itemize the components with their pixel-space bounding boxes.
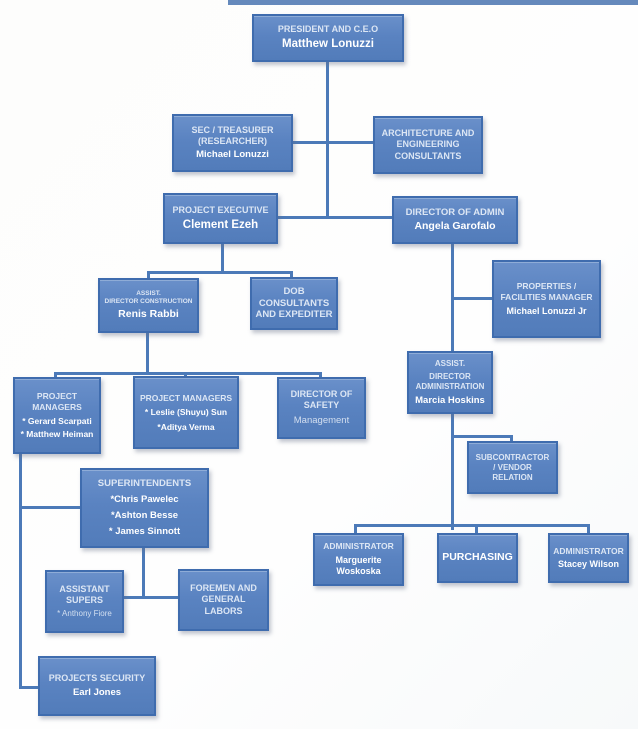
org-node-assistant-supers: ASSISTANT SUPERS * Anthony Fiore xyxy=(45,570,124,633)
connector-safety-drop xyxy=(319,372,322,380)
node-title: PROJECTS SECURITY xyxy=(48,672,146,683)
connector-exec-admin xyxy=(278,216,392,219)
node-person: Marguerite Woskoska xyxy=(335,555,382,577)
node-title: ENGINEERING xyxy=(396,139,460,150)
node-title: FOREMEN AND xyxy=(190,583,257,594)
node-person: Marcia Hoskins xyxy=(415,394,485,406)
node-title: SEC / TREASURER xyxy=(191,124,274,135)
connector-drop-assist-construction xyxy=(147,271,150,281)
org-node-project-managers-1: PROJECT MANAGERS * Gerard Scarpati * Mat… xyxy=(13,377,101,454)
org-node-administrator-1: ADMINISTRATOR Marguerite Woskoska xyxy=(313,533,404,586)
node-member: * Gerard Scarpati xyxy=(22,415,92,426)
node-title: DIRECTOR OF ADMIN xyxy=(405,206,505,218)
connector-security-branch xyxy=(19,686,41,689)
node-member: *Aditya Verma xyxy=(157,421,215,432)
org-node-director-of-admin: DIRECTOR OF ADMIN Angela Garofalo xyxy=(392,196,518,244)
node-title: ARCHITECTURE AND xyxy=(381,128,475,139)
connector-pm-row xyxy=(54,372,322,375)
node-subtitle: FACILITIES MANAGER xyxy=(500,291,593,302)
node-title: RELATION xyxy=(492,472,533,482)
node-title: PROJECT MANAGERS xyxy=(32,391,82,412)
node-person: Michael Lonuzzi Jr xyxy=(506,305,587,316)
org-node-administrator-2: ADMINISTRATOR Stacey Wilson xyxy=(548,533,629,583)
org-node-properties-facilities-manager: PROPERTIES / FACILITIES MANAGER Michael … xyxy=(492,260,601,338)
connector-left-rail xyxy=(19,450,22,689)
org-node-director-of-safety: DIRECTOR OF SAFETY Management xyxy=(277,377,366,439)
org-node-projects-security: PROJECTS SECURITY Earl Jones xyxy=(38,656,156,716)
node-title: LABORS xyxy=(204,605,243,616)
node-person: Earl Jones xyxy=(72,687,122,699)
node-title: ADMINISTRATOR xyxy=(323,541,394,552)
org-node-purchasing: PURCHASING xyxy=(437,533,518,583)
connector-purchasing-drop xyxy=(475,524,478,535)
connector-purchasing-row xyxy=(354,524,590,527)
node-title: SUBCONTRACTOR xyxy=(475,452,550,462)
org-node-project-executive: PROJECT EXECUTIVE Clement Ezeh xyxy=(163,193,278,244)
connector-subcontractor-branch xyxy=(451,435,513,438)
connector-subcontractor-drop xyxy=(510,435,513,444)
connector-supers-row xyxy=(122,596,180,599)
node-title: PROJECT EXECUTIVE xyxy=(172,204,269,215)
org-node-superintendents: SUPERINTENDENTS *Chris Pawelec *Ashton B… xyxy=(80,468,209,548)
node-title: SUPERINTENDENTS xyxy=(97,478,192,490)
node-person: Matthew Lonuzzi xyxy=(282,38,374,51)
node-title: PURCHASING xyxy=(442,551,513,564)
node-person: Stacey Wilson xyxy=(558,559,619,570)
org-node-dob-consultants: DOB CONSULTANTS AND EXPEDITER xyxy=(250,277,338,330)
node-title: ASSISTANT SUPERS xyxy=(59,583,110,605)
org-node-project-managers-2: PROJECT MANAGERS * Leslie (Shuyu) Sun *A… xyxy=(133,376,239,449)
node-title: ASSIST. xyxy=(434,358,466,368)
node-title: CONSULTANTS xyxy=(394,150,462,161)
node-title: PRESIDENT AND C.E.O xyxy=(277,24,379,35)
node-subtitle: (RESEARCHER) xyxy=(197,136,267,147)
org-node-foremen-general-labors: FOREMEN AND GENERAL LABORS xyxy=(178,569,269,631)
node-person: Angela Garofalo xyxy=(414,220,496,233)
org-node-assist-director-administration: ASSIST. DIRECTOR ADMINISTRATION Marcia H… xyxy=(407,351,493,414)
node-person: Michael Lonuzzi xyxy=(196,149,269,161)
connector-renis-stub xyxy=(146,332,149,375)
org-node-president-ceo: PRESIDENT AND C.E.O Matthew Lonuzzi xyxy=(252,14,404,62)
node-title: / VENDOR xyxy=(493,462,532,472)
org-node-subcontractor-vendor-relation: SUBCONTRACTOR / VENDOR RELATION xyxy=(467,441,558,494)
org-node-sec-treasurer: SEC / TREASURER (RESEARCHER) Michael Lon… xyxy=(172,114,293,172)
node-member: * Matthew Heiman xyxy=(20,429,94,440)
connector-admin1-drop xyxy=(354,524,357,535)
org-node-assist-director-construction: ASSIST. DIRECTOR CONSTRUCTION Renis Rabb… xyxy=(98,278,199,333)
connector-pm1-drop xyxy=(54,372,57,380)
connector-admin2-drop xyxy=(587,524,590,535)
node-title: ASSIST. xyxy=(136,289,161,297)
node-member: * James Sinnott xyxy=(108,525,181,537)
node-person: Renis Rabbi xyxy=(118,308,179,321)
node-title: DIRECTOR OF SAFETY xyxy=(290,388,353,411)
node-title: GENERAL xyxy=(201,594,246,605)
connector-president-down xyxy=(326,62,329,218)
node-member: *Chris Pawelec xyxy=(110,494,179,506)
node-title: PROJECT MANAGERS xyxy=(139,392,233,403)
scan-edge-artifact xyxy=(228,0,638,5)
node-title: DOB xyxy=(283,285,305,297)
node-member: * Leslie (Shuyu) Sun xyxy=(144,407,228,418)
node-subtitle: DIRECTOR ADMINISTRATION xyxy=(415,371,485,391)
node-person: Management xyxy=(293,415,350,427)
node-subtitle: DIRECTOR CONSTRUCTION xyxy=(104,297,193,305)
node-title: AND EXPEDITER xyxy=(255,309,333,321)
node-title: ADMINISTRATOR xyxy=(553,545,624,556)
connector-pm2-drop xyxy=(184,372,187,379)
node-title: PROPERTIES / xyxy=(516,281,577,292)
node-person: Clement Ezeh xyxy=(182,218,259,231)
connector-superintendents-branch xyxy=(19,506,82,509)
connector-properties-branch xyxy=(451,297,494,300)
connector-exec-children xyxy=(147,271,293,274)
connector-superintendents-stub xyxy=(142,547,145,599)
org-node-architecture-consultants: ARCHITECTURE AND ENGINEERING CONSULTANTS xyxy=(373,116,483,174)
node-member: * Anthony Fiore xyxy=(57,609,112,619)
connector-sec-arch xyxy=(293,141,373,144)
connector-drop-dob xyxy=(290,271,293,280)
node-member: *Ashton Besse xyxy=(110,510,179,521)
node-title: CONSULTANTS xyxy=(258,297,330,309)
connector-exec-stub xyxy=(221,243,224,274)
